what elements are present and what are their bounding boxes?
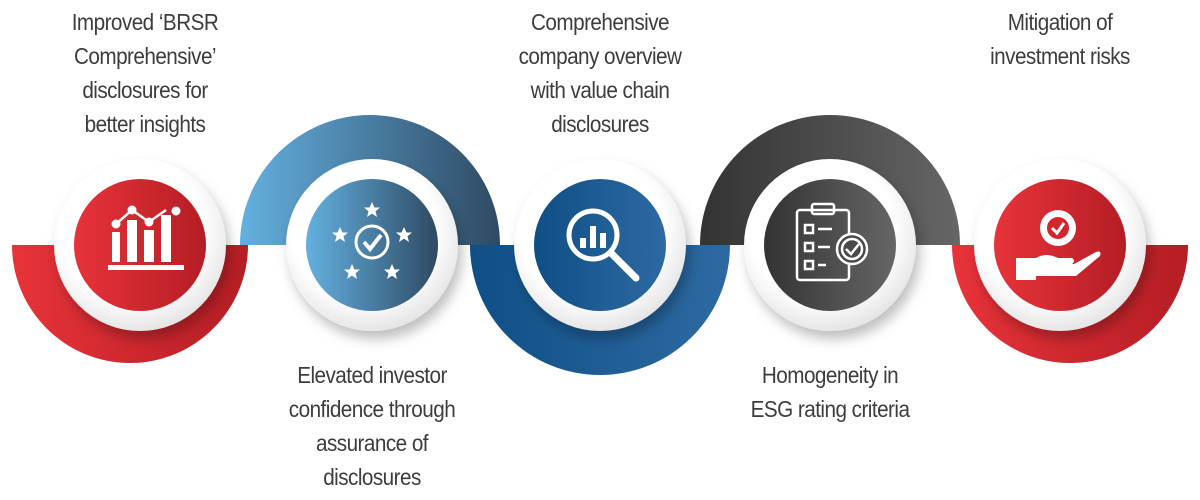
label-line: company overview (518, 43, 682, 69)
step-4-label: Homogeneity in ESG rating criteria (713, 358, 947, 426)
label-line: better insights (84, 111, 206, 137)
label-line: assurance of (315, 430, 429, 456)
label-line: disclosures (551, 111, 649, 137)
stars-check-icon (0, 0, 412, 279)
label-line: Improved ‘BRSR (71, 9, 219, 35)
label-line: investment risks (990, 43, 1130, 69)
clipboard-check-icon (795, 202, 869, 282)
label-line: disclosures (323, 464, 421, 490)
label-line: Mitigation of (1007, 9, 1113, 35)
hand-badge-icon (1016, 210, 1101, 280)
step-3-label: Comprehensive company overview with valu… (483, 5, 717, 141)
magnifier-chart-icon (566, 208, 640, 282)
step-1-circle (74, 179, 206, 311)
step-4-circle (764, 179, 896, 311)
label-line: Homogeneity in (761, 362, 899, 388)
label-line: Comprehensive (531, 9, 669, 35)
bar-chart-trend-icon (108, 205, 184, 270)
step-5-label: Mitigation of investment risks (943, 5, 1177, 73)
label-line: ESG rating criteria (750, 396, 910, 422)
label-line: Elevated investor (297, 362, 447, 388)
label-line: Comprehensive’ (73, 43, 217, 69)
step-2-label: Elevated investor confidence through ass… (255, 358, 489, 494)
label-line: with value chain (530, 77, 670, 103)
label-line: confidence through (288, 396, 456, 422)
label-line: disclosures for (82, 77, 208, 103)
step-1-label: Improved ‘BRSR Comprehensive’ disclosure… (28, 5, 262, 141)
